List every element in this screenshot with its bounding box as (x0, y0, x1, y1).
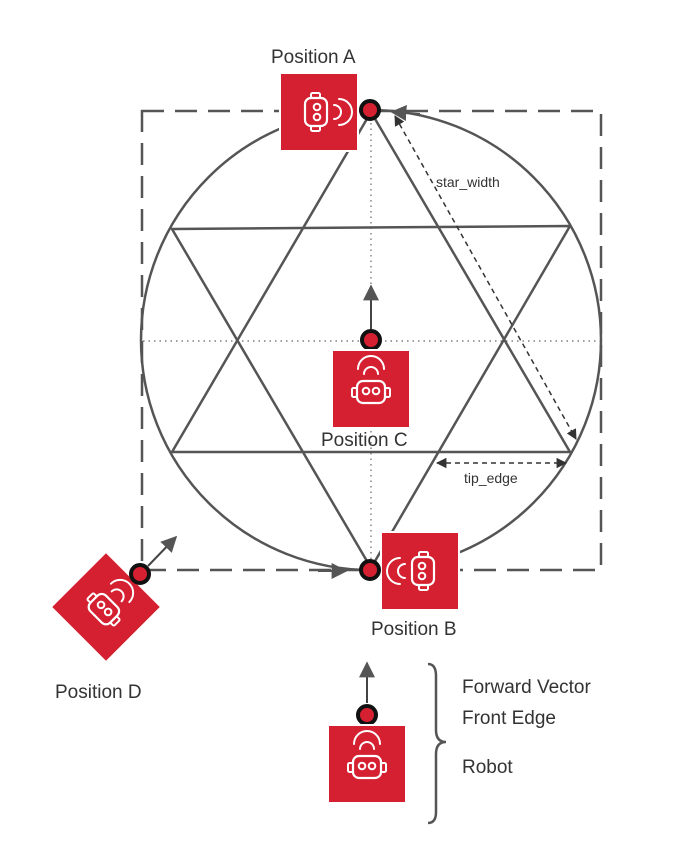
legend-front-edge-dot (356, 704, 378, 726)
front-edge-dot-b (359, 559, 381, 581)
robot-position-a (280, 73, 358, 151)
legend-front-edge-label: Front Edge (462, 708, 556, 729)
front-edge-dot-a (359, 99, 381, 121)
tip-edge-label: tip_edge (464, 470, 518, 486)
robot-position-c (332, 350, 410, 428)
legend-brace (427, 662, 447, 825)
front-edge-dot-d (129, 563, 151, 585)
star-width-dimension (394, 115, 577, 440)
legend-forward-vector-label: Forward Vector (462, 677, 591, 698)
legend-robot-label: Robot (462, 757, 513, 778)
circle-direction-arrow-top (390, 105, 421, 122)
star-width-label: star_width (436, 174, 500, 190)
front-edge-dot-c (360, 329, 382, 351)
position-b-label: Position B (371, 619, 457, 640)
robot-position-b (381, 532, 459, 610)
position-d-label: Position D (55, 682, 142, 703)
forward-vector-d (147, 535, 178, 567)
position-a-label: Position A (271, 47, 356, 68)
legend-robot (328, 725, 406, 803)
position-c-label: Position C (321, 430, 408, 451)
